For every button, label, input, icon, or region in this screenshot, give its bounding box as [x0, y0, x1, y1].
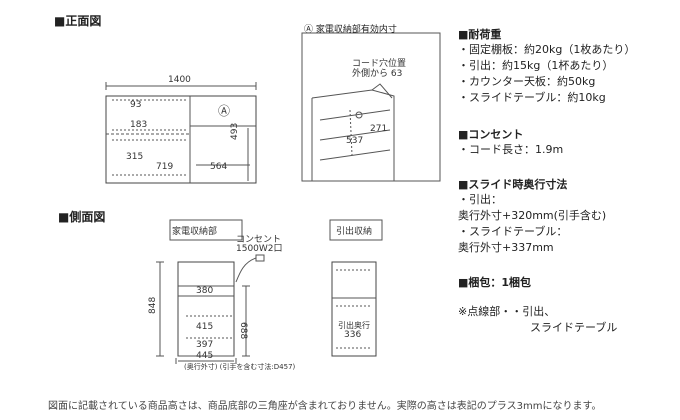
inset-note-line2: 外側から 63: [352, 69, 403, 79]
front-view-drawing: [105, 82, 257, 184]
specs-panel: ■耐荷重 ・固定棚板：約20kg（1枚あたり） ・引出：約15kg（1杯あたり）…: [458, 26, 673, 336]
front-view-heading: ■正面図: [54, 14, 102, 28]
footer-note: 図面に記載されている商品高さは、商品底部の三角座が含まれておりません。実際の高さ…: [48, 401, 602, 412]
inset-title: Ⓐ 家電収納部有効内寸: [304, 25, 397, 35]
slide-item: 奥行外寸+320mm(引手含む): [458, 209, 607, 222]
side-dim-380: 380: [196, 286, 214, 296]
inset-drawing: [301, 32, 441, 182]
slide-title: ■スライド時奥行寸法: [458, 178, 568, 191]
front-width-label: 1400: [168, 75, 191, 85]
front-dim-183: 183: [130, 120, 148, 130]
side-dim-415: 415: [196, 322, 214, 332]
drawer-label: 引出奥行: [338, 321, 370, 330]
side-dim-397: 397: [196, 340, 214, 350]
outlet-title: ■コンセント: [458, 128, 524, 141]
load-item: ・引出：約15kg（1杯あたり）: [458, 59, 614, 72]
load-title: ■耐荷重: [458, 28, 502, 41]
load-item: ・スライドテーブル：約10kg: [458, 91, 606, 104]
outlet-label-line1: コンセント: [236, 235, 282, 245]
outlet-label-line2: 1500W2口: [236, 244, 283, 254]
side-caption: (奥行外寸) (引手を含む寸法:D457): [184, 363, 296, 371]
side-dim-336: 336: [344, 330, 362, 340]
note-line1: ※点線部・・引出、: [458, 305, 556, 318]
side-view-left-drawing: [156, 219, 265, 364]
panel-left-label: 家電収納部: [172, 227, 218, 237]
side-dim-445: 445: [196, 351, 214, 361]
note-line2: スライドテーブル: [530, 321, 618, 334]
front-marker: Ⓐ: [218, 104, 231, 118]
outlet-item: ・コード長さ：1.9m: [458, 143, 564, 156]
load-item: ・固定棚板：約20kg（1枚あたり）: [458, 43, 636, 56]
front-dim-564: 564: [210, 162, 228, 172]
front-dim-493: 493: [230, 122, 240, 140]
load-item: ・カウンター天板：約50kg: [458, 75, 596, 88]
front-dim-93: 93: [130, 100, 142, 110]
inset-note-line1: コード穴位置: [352, 59, 407, 69]
slide-item: 奥行外寸+337mm: [458, 241, 554, 254]
pack-title: ■梱包：1梱包: [458, 276, 532, 289]
slide-item: ・引出：: [458, 193, 502, 206]
side-dim-848: 848: [148, 296, 158, 314]
front-dim-719: 719: [156, 162, 174, 172]
slide-item: ・スライドテーブル：: [458, 225, 568, 238]
front-dim-315: 315: [126, 152, 144, 162]
inset-dim-537: 537: [346, 136, 364, 146]
side-view-heading: ■側面図: [58, 210, 106, 224]
inset-dim-271: 271: [370, 124, 388, 134]
panel-right-label: 引出収納: [336, 227, 373, 237]
side-view-right-drawing: [329, 219, 383, 357]
side-dim-688: 688: [238, 322, 248, 340]
